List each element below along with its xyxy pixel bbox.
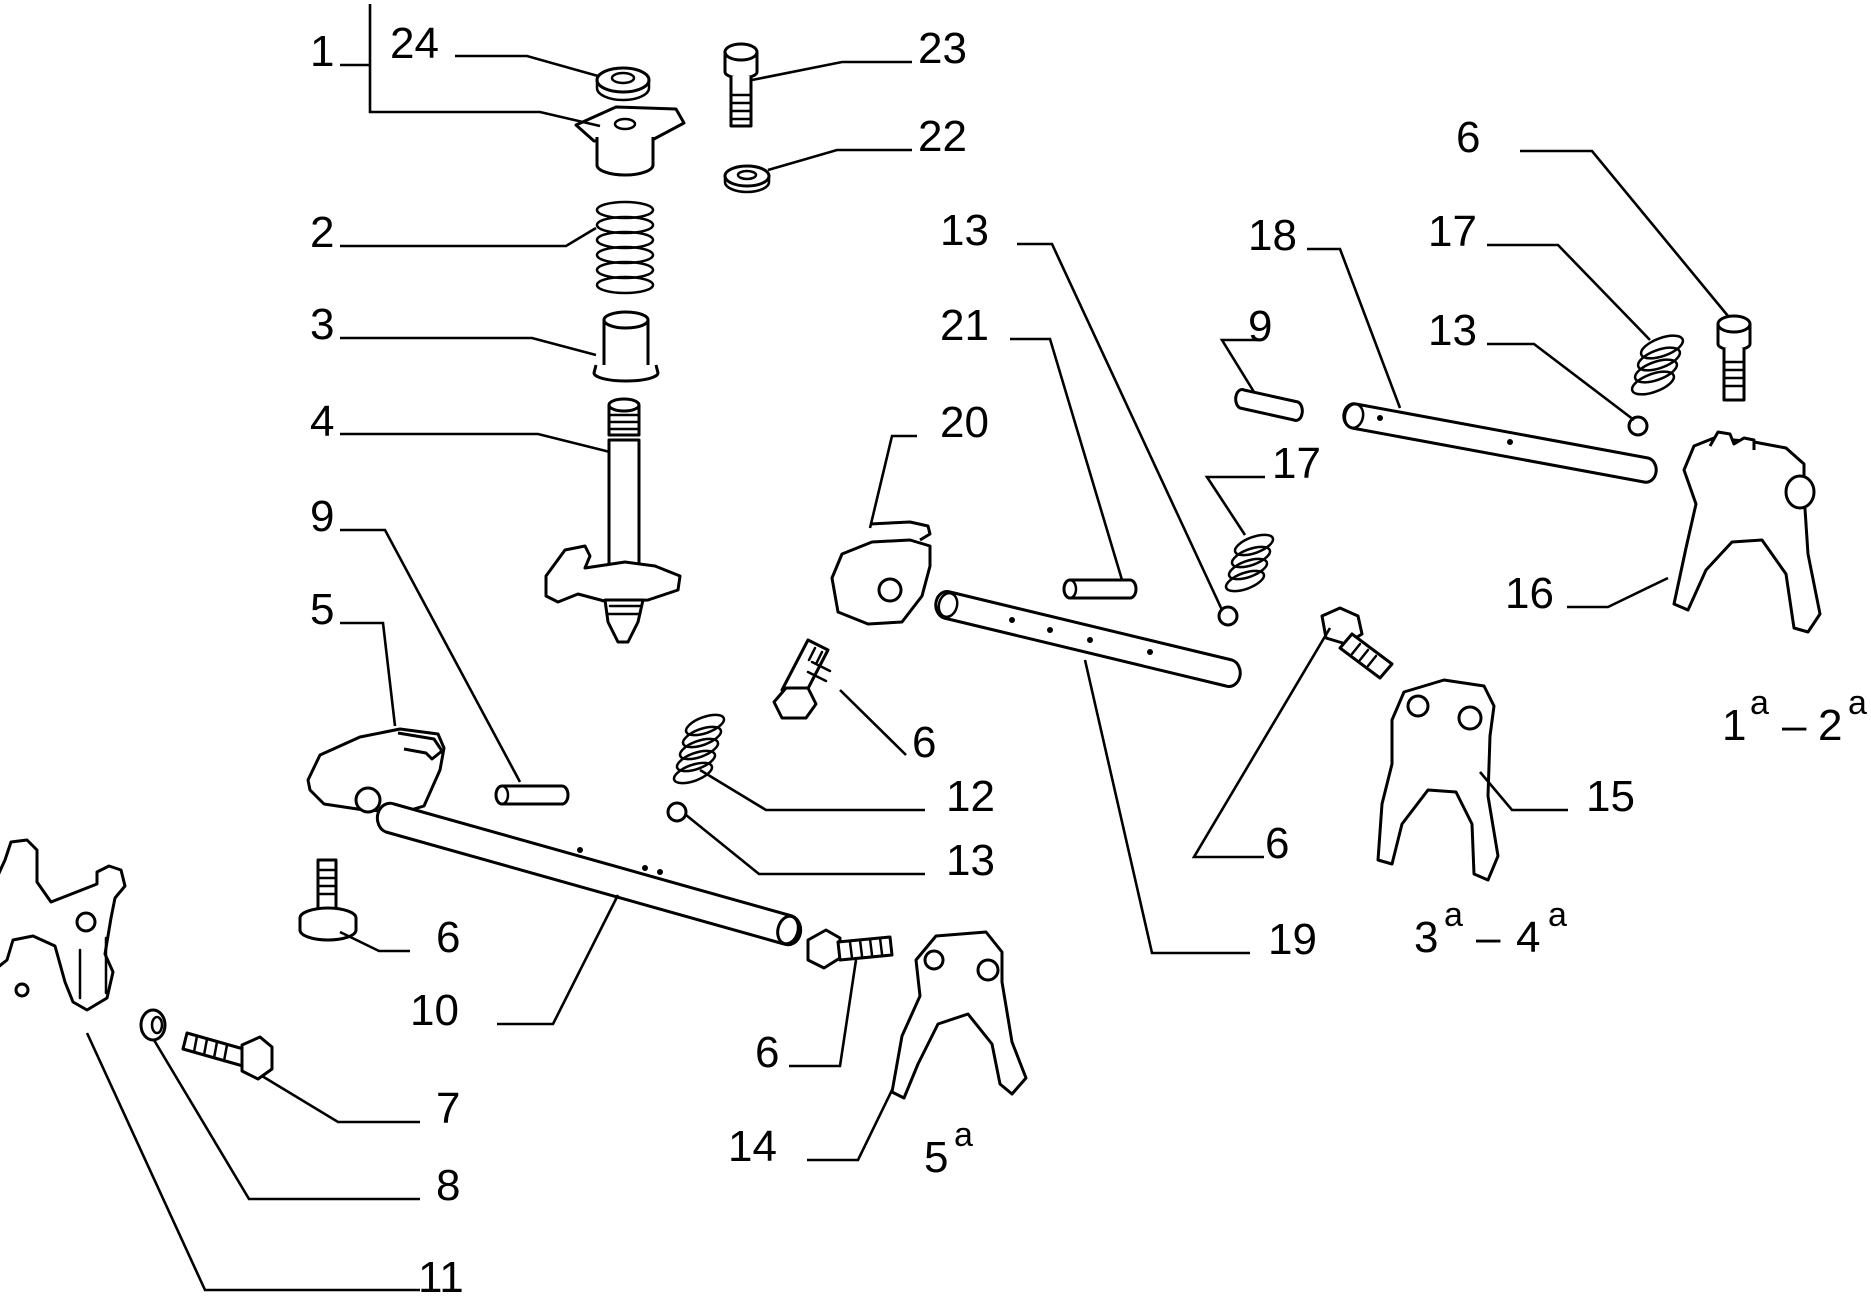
part-13-ball-center [1217, 605, 1239, 627]
callout-6-left: 6 [436, 913, 460, 962]
part-16-fork-1-2 [1672, 430, 1822, 634]
gear-1-superscript: a [1750, 684, 1769, 722]
callout-16: 16 [1505, 569, 1554, 618]
callout-11: 11 [418, 1253, 464, 1296]
gear-label-1-2: 1 a – 2 a [1722, 684, 1867, 750]
part-22-washer [723, 164, 771, 194]
callout-1: 1 [310, 27, 334, 76]
gear-4-number: 4 [1516, 913, 1540, 962]
gear-label-5th: 5 a [924, 1116, 973, 1182]
callout-21: 21 [940, 301, 989, 350]
part-17-spring-right [1630, 334, 1685, 396]
callout-8: 8 [436, 1161, 460, 1210]
gear-5-number: 5 [924, 1133, 948, 1182]
callout-9-right: 9 [1248, 302, 1272, 351]
callout-7: 7 [436, 1084, 460, 1133]
callout-3: 3 [310, 300, 334, 349]
part-3-sleeve [592, 310, 660, 383]
callout-24: 24 [390, 19, 439, 68]
part-1-flange [574, 105, 686, 177]
callout-17-right: 17 [1428, 207, 1477, 256]
gear-1-2-dash: – [1782, 701, 1807, 750]
part-6-bolt-5th [806, 928, 894, 970]
part-13-ball-left [666, 801, 688, 823]
gear-label-3-4: 3 a – 4 a [1414, 896, 1567, 962]
callout-17-center: 17 [1272, 439, 1321, 488]
part-2-spring [595, 200, 655, 295]
part-15-fork-3-4 [1376, 678, 1500, 882]
part-23-bolt [723, 42, 759, 128]
part-11-plate [0, 838, 127, 1012]
gear-1-number: 1 [1722, 701, 1746, 750]
callouts: 1 24 23 22 2 3 4 9 5 6 10 11 7 8 12 13 6… [310, 19, 1635, 1296]
part-6-bolt-center [772, 638, 832, 720]
callout-6-top-right: 6 [1456, 113, 1480, 162]
part-6-bolt-top-right [1716, 314, 1752, 402]
part-9-pin-right [1234, 388, 1304, 422]
part-17-spring-center [1224, 533, 1275, 593]
gear-3-4-dash: – [1476, 913, 1501, 962]
part-9-pin-left [494, 784, 570, 806]
callout-15: 15 [1586, 772, 1635, 821]
callout-6-3-4: 6 [1265, 819, 1289, 868]
callout-23: 23 [918, 24, 967, 73]
callout-2: 2 [310, 208, 334, 257]
part-5-bracket [306, 727, 446, 814]
part-10-rail [375, 801, 803, 947]
callout-6-center: 6 [912, 718, 936, 767]
part-8-washer [139, 1008, 167, 1042]
callout-20: 20 [940, 398, 989, 447]
part-19-rail [934, 590, 1242, 688]
callout-19: 19 [1268, 915, 1317, 964]
callout-10: 10 [410, 986, 459, 1035]
callout-5: 5 [310, 585, 334, 634]
part-6-bolt-3-4 [1320, 606, 1394, 680]
part-20-block [830, 520, 932, 626]
callout-12: 12 [946, 772, 995, 821]
callout-18: 18 [1248, 211, 1297, 260]
leader-lines [85, 4, 1730, 1292]
part-14-fork-5th [890, 930, 1028, 1100]
part-13-ball-right [1627, 415, 1649, 437]
part-6-bolt-left [298, 858, 358, 942]
part-7-bolt [181, 1031, 274, 1081]
part-18-rail [1342, 402, 1658, 484]
gear-3-superscript: a [1444, 896, 1463, 934]
gear-5-superscript: a [954, 1116, 973, 1154]
callout-22: 22 [918, 112, 967, 161]
gear-3-number: 3 [1414, 913, 1438, 962]
gear-2-number: 2 [1818, 701, 1842, 750]
callout-13-left: 13 [946, 836, 995, 885]
callout-13-center: 13 [940, 206, 989, 255]
callout-4: 4 [310, 397, 334, 446]
part-24-washer [595, 66, 651, 102]
callout-6-5th: 6 [755, 1028, 779, 1077]
part-12-spring [672, 713, 726, 785]
gear-4-superscript: a [1548, 896, 1567, 934]
part-4-selector-shaft [544, 397, 682, 644]
callout-14: 14 [728, 1122, 777, 1171]
callout-13-right: 13 [1428, 306, 1477, 355]
part-21-pin [1062, 578, 1138, 600]
callout-9-left: 9 [310, 492, 334, 541]
gear-2-superscript: a [1848, 684, 1867, 722]
